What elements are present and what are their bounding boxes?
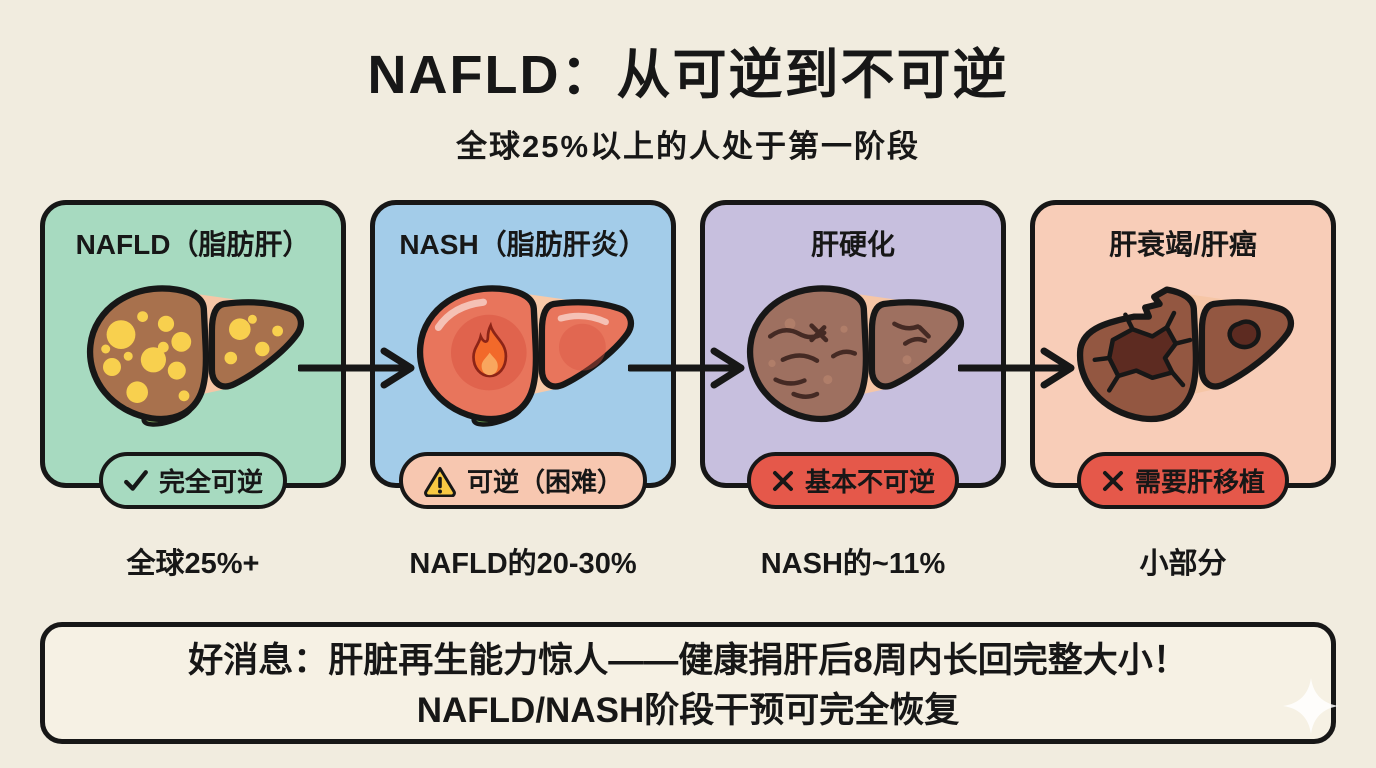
stage-column-cirrhosis: 肝硬化 (700, 200, 1006, 582)
inflamed-liver-illustration (375, 277, 671, 430)
stages-row: NAFLD（脂肪肝） (40, 200, 1336, 582)
stage-column-failure: 肝衰竭/肝癌 (1030, 200, 1336, 582)
stage-card-nash: NASH（脂肪肝炎） (370, 200, 676, 509)
stage-column-nash: NASH（脂肪肝炎） (370, 200, 676, 582)
page-title: NAFLD：从可逆到不可逆 (367, 45, 1009, 105)
stage-title: 肝硬化 (810, 229, 895, 260)
stage-column-nafld: NAFLD（脂肪肝） (40, 200, 346, 582)
check-icon (123, 468, 149, 494)
stage-badge-label: 需要肝移植 (1134, 467, 1266, 497)
arrow-right-icon (958, 347, 1075, 389)
warning-triangle-icon (423, 465, 457, 497)
arrow-right-icon (298, 347, 415, 389)
stage-card-failure: 肝衰竭/肝癌 (1030, 200, 1336, 509)
failing-liver-illustration (1035, 277, 1331, 430)
stage-title: NAFLD（脂肪肝） (75, 229, 311, 260)
cross-icon (771, 469, 795, 493)
stage-badge-failure: 需要肝移植 (1076, 452, 1290, 509)
stage-badge-cirrhosis: 基本不可逆 (746, 452, 960, 509)
stage-card-nafld: NAFLD（脂肪肝） (40, 200, 346, 509)
footer-line-1: 好消息：肝脏再生能力惊人——健康捐肝后8周内长回完整大小！ (188, 641, 1188, 680)
stage-badge-nash: 可逆（困难） (398, 452, 648, 509)
fatty-liver-illustration (45, 277, 341, 430)
sparkle-icon (1283, 678, 1339, 734)
cross-icon (1101, 469, 1125, 493)
stage-stat: NASH的~11% (760, 548, 946, 580)
page-subtitle: 全球25%以上的人处于第一阶段 (455, 129, 921, 164)
stage-stat: 小部分 (1139, 548, 1227, 580)
stage-badge-label: 基本不可逆 (804, 467, 936, 497)
footer-note-box: 好消息：肝脏再生能力惊人——健康捐肝后8周内长回完整大小！ NAFLD/NASH… (40, 622, 1339, 744)
stage-stat: 全球25%+ (126, 548, 260, 580)
arrow-right-icon (628, 347, 745, 389)
stage-stat: NAFLD的20-30% (409, 548, 637, 580)
stage-badge-nafld: 完全可逆 (98, 452, 288, 509)
stage-card-cirrhosis: 肝硬化 (700, 200, 1006, 509)
stage-badge-label: 可逆（困难） (466, 467, 624, 497)
stage-title: NASH（脂肪肝炎） (399, 229, 647, 260)
stage-badge-label: 完全可逆 (158, 467, 264, 497)
footer-line-2: NAFLD/NASH阶段干预可完全恢复 (416, 691, 960, 731)
cirrhotic-liver-illustration (705, 277, 1001, 430)
stage-title: 肝衰竭/肝癌 (1109, 229, 1257, 260)
